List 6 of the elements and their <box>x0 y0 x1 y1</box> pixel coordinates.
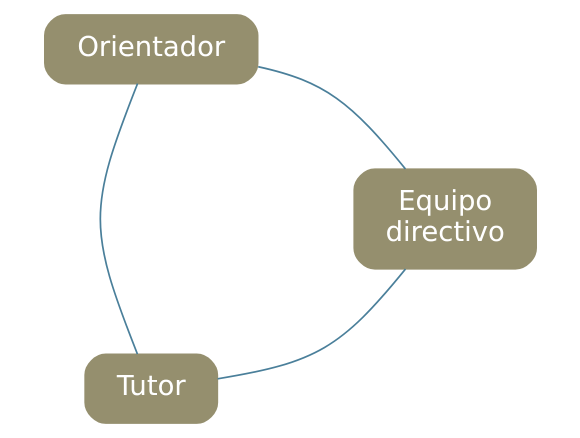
connector <box>99 83 138 354</box>
connector <box>258 66 406 170</box>
node-box: Orientador <box>44 14 258 84</box>
node-box: Tutor <box>84 354 218 424</box>
node-box: Equipo directivo <box>352 168 536 270</box>
connector <box>216 268 406 380</box>
